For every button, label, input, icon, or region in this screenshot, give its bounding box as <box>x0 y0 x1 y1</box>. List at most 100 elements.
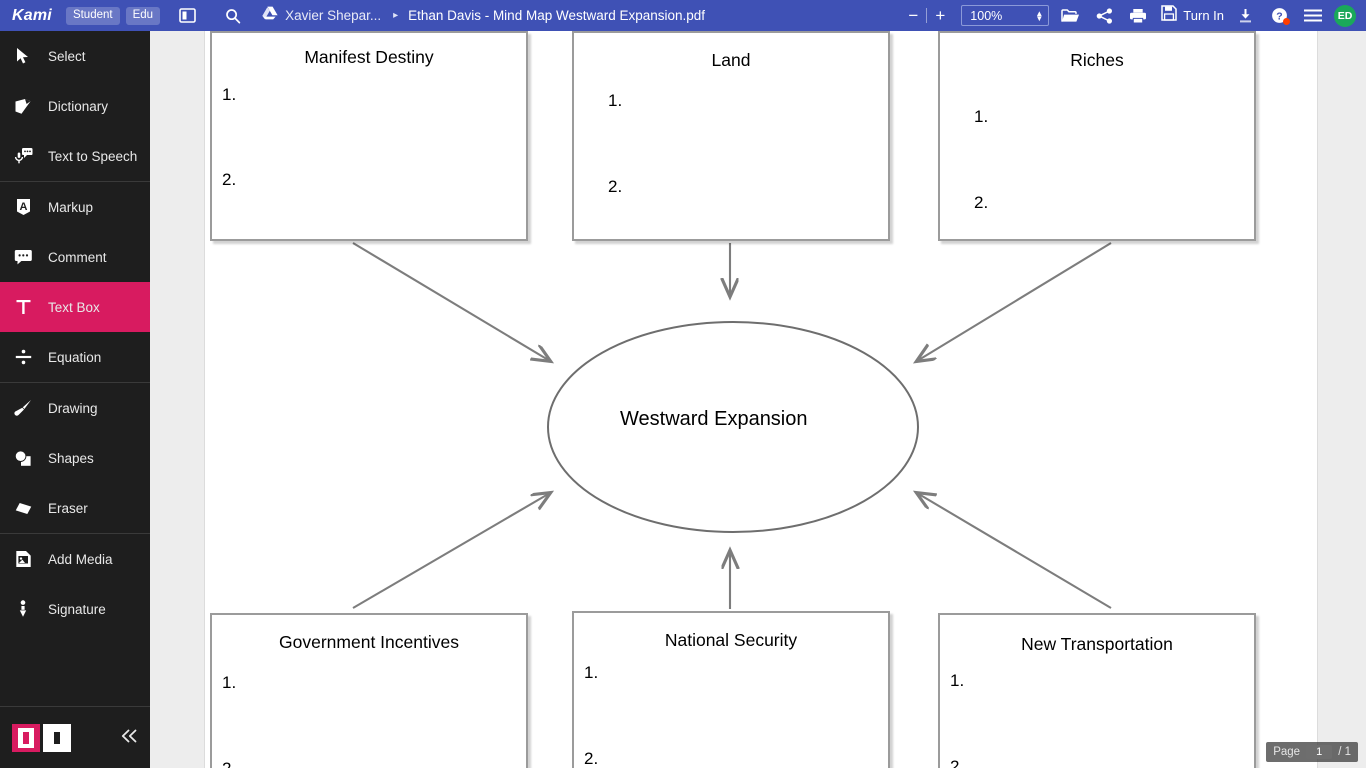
node-title: Riches <box>1070 50 1124 70</box>
arrow-bottom-right <box>917 493 1112 609</box>
zoom-level-value: 100% <box>970 8 1003 23</box>
page-indicator-label: Page <box>1273 746 1301 758</box>
share-icon[interactable] <box>1087 0 1121 31</box>
help-question-icon[interactable]: ? <box>1262 0 1296 31</box>
node-title: Land <box>711 50 751 70</box>
zoom-controls: − + 100% ▲▼ <box>900 0 1053 31</box>
search-icon[interactable] <box>216 0 250 31</box>
sidebar-item-text-to-speech[interactable]: Text to Speech <box>0 131 150 181</box>
drive-account-name: Xavier Shepar... <box>285 8 382 23</box>
zoom-stepper-icon[interactable]: ▲▼ <box>1035 8 1044 23</box>
paintbrush-icon <box>12 399 34 417</box>
center-node-label: Westward Expansion <box>620 408 808 430</box>
sidebar-item-comment[interactable]: Comment <box>0 232 150 282</box>
node-title: National Security <box>664 630 798 650</box>
avatar[interactable]: ED <box>1334 4 1356 27</box>
zoom-level-input[interactable]: 100% ▲▼ <box>961 5 1050 26</box>
document-viewport[interactable]: Westward Expansion Manifest Destiny 1. 2… <box>150 31 1366 768</box>
node-title: Government Incentives <box>279 632 459 652</box>
sidebar-item-label: Text to Speech <box>48 148 138 164</box>
node-item-2: 2. <box>608 177 623 196</box>
sidebar-item-drawing[interactable]: Drawing <box>0 383 150 433</box>
sidebar-item-label: Equation <box>48 349 102 365</box>
sidebar-item-eraser[interactable]: Eraser <box>0 483 150 533</box>
download-icon[interactable] <box>1228 0 1262 31</box>
node-item-2: 2. <box>950 757 965 768</box>
arrow-top-right <box>917 242 1112 361</box>
node-item-1: 1. <box>950 671 965 690</box>
student-badge: Student <box>65 6 120 25</box>
comment-icon <box>12 249 34 265</box>
breadcrumb-arrow-icon: ▸ <box>393 10 399 21</box>
shapes-icon <box>12 449 34 467</box>
page-indicator[interactable]: Page 1 / 1 <box>1266 742 1358 762</box>
node-item-1: 1. <box>974 107 989 126</box>
sidebar-item-label: Select <box>48 48 86 64</box>
turn-in-button[interactable]: Turn In <box>1161 0 1224 31</box>
node-box-national-security[interactable]: National Security 1. 2. <box>572 611 890 768</box>
node-title: Manifest Destiny <box>304 47 434 67</box>
sidebar-item-label: Add Media <box>48 551 113 567</box>
hamburger-menu-icon[interactable] <box>1296 0 1330 31</box>
kami-logo[interactable]: Kami <box>12 6 52 24</box>
signature-pen-icon <box>12 600 34 618</box>
left-toolbar: Select Dictionary Text to Speech A <box>0 31 150 768</box>
chevron-double-left-icon[interactable] <box>121 729 138 747</box>
sidebar-panel-icon[interactable] <box>172 0 202 31</box>
sidebar-item-markup[interactable]: A Markup <box>0 182 150 232</box>
arrow-top-left <box>352 242 550 361</box>
pdf-page[interactable]: Westward Expansion Manifest Destiny 1. 2… <box>205 31 1317 768</box>
sidebar-item-label: Text Box <box>48 299 100 315</box>
continuous-page-view-icon[interactable] <box>43 723 71 752</box>
svg-text:A: A <box>19 201 27 213</box>
zoom-out-button[interactable]: − <box>908 6 919 25</box>
sidebar-item-add-media[interactable]: Add Media <box>0 534 150 584</box>
node-item-2: 2. <box>584 749 599 768</box>
node-item-1: 1. <box>608 91 623 110</box>
sidebar-item-label: Comment <box>48 249 107 265</box>
zoom-in-button[interactable]: + <box>935 6 946 25</box>
zoom-divider <box>926 8 928 23</box>
sidebar-item-equation[interactable]: Equation <box>0 332 150 382</box>
single-page-view-icon[interactable] <box>12 723 40 752</box>
add-image-icon <box>12 550 34 568</box>
sidebar-divider <box>0 382 150 383</box>
sidebar-item-label: Eraser <box>48 500 88 516</box>
top-toolbar: Kami Student Edu Xavier Shepar... ▸ Etha… <box>0 0 1366 31</box>
document-title: Ethan Davis - Mind Map Westward Expansio… <box>408 8 706 23</box>
node-box-government-incentives[interactable]: Government Incentives 1. 2. <box>210 613 528 768</box>
sidebar-item-label: Drawing <box>48 400 98 416</box>
svg-text:?: ? <box>1276 10 1282 22</box>
page-number-input[interactable]: 1 <box>1306 745 1333 759</box>
center-ellipse <box>547 321 919 533</box>
node-item-1: 1. <box>222 673 237 692</box>
folder-open-icon[interactable] <box>1053 0 1087 31</box>
node-item-1: 1. <box>584 663 599 682</box>
node-box-manifest-destiny[interactable]: Manifest Destiny 1. 2. <box>210 31 528 241</box>
turn-in-label: Turn In <box>1183 8 1224 23</box>
edu-badge: Edu <box>125 6 161 25</box>
sidebar-item-shapes[interactable]: Shapes <box>0 433 150 483</box>
save-disk-icon <box>1161 5 1178 26</box>
eraser-icon <box>12 501 34 516</box>
sidebar-item-select[interactable]: Select <box>0 31 150 81</box>
node-item-2: 2. <box>974 193 989 212</box>
sidebar-item-text-box[interactable]: Text Box <box>0 282 150 332</box>
node-box-land[interactable]: Land 1. 2. <box>572 31 890 241</box>
sidebar-footer <box>0 706 150 768</box>
sidebar-divider <box>0 181 150 182</box>
print-icon[interactable] <box>1121 0 1155 31</box>
text-t-icon <box>12 298 34 316</box>
node-item-2: 2. <box>222 759 236 768</box>
arrow-bottom-left <box>352 493 550 609</box>
division-sign-icon <box>12 349 34 365</box>
node-item-2: 2. <box>222 170 237 189</box>
page-total: / 1 <box>1338 746 1351 758</box>
drive-account-breadcrumb[interactable]: Xavier Shepar... <box>262 6 381 25</box>
sidebar-item-dictionary[interactable]: Dictionary <box>0 81 150 131</box>
node-title: New Transportation <box>1021 634 1173 654</box>
node-box-new-transportation[interactable]: New Transportation 1. 2. <box>938 613 1256 768</box>
node-item-1: 1. <box>222 85 237 104</box>
sidebar-item-signature[interactable]: Signature <box>0 584 150 634</box>
node-box-riches[interactable]: Riches 1. 2. <box>938 31 1256 241</box>
